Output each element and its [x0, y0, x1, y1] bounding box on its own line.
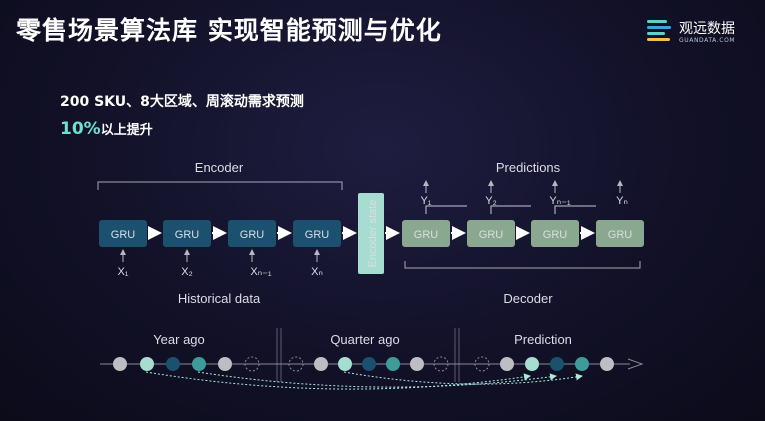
- output-label: Y₂: [485, 195, 497, 207]
- history-link-arc: [343, 371, 583, 385]
- decoder-feedback-loop: [490, 205, 531, 214]
- timeline-dot: [362, 357, 376, 371]
- improvement-text: 以上提升: [100, 123, 153, 138]
- brand-logo-icon: [647, 20, 671, 41]
- timeline-section-label: Quarter ago: [330, 332, 399, 347]
- brand-logo: 观远数据 GUANDATA.COM: [645, 18, 760, 48]
- encoder-bracket: [97, 181, 343, 190]
- decoder-gru-label: GRU: [608, 229, 633, 241]
- decoder-label: Decoder: [503, 291, 553, 306]
- timeline-dot: [338, 357, 352, 371]
- timeline-dot: [314, 357, 328, 371]
- encoder-gru-4: GRU: [293, 220, 341, 247]
- decoder-gru-label: GRU: [543, 229, 568, 241]
- historical-data-label: Historical data: [178, 291, 261, 306]
- predictions-label: Predictions: [496, 160, 561, 175]
- decoder-gru-2: GRU: [467, 220, 515, 247]
- encoder-state-box: Encoder state: [358, 193, 384, 274]
- output-label: Yₙ₋₁: [549, 195, 571, 207]
- timeline-dot: [575, 357, 589, 371]
- decoder-gru-label: GRU: [414, 229, 439, 241]
- timeline-dot: [166, 357, 180, 371]
- input-label: X₁: [117, 266, 128, 278]
- timeline-dot: [218, 357, 232, 371]
- encoder-state-label: Encoder state: [367, 200, 379, 268]
- timeline-dot: [600, 357, 614, 371]
- decoder-gru-label: GRU: [479, 229, 504, 241]
- input-label: Xₙ₋₁: [250, 266, 272, 278]
- output-label: Yₙ: [616, 195, 628, 207]
- encoder-gru-label: GRU: [240, 229, 265, 241]
- timeline-axis-arrowhead: [627, 358, 644, 370]
- encoder-gru-1: GRU: [99, 220, 147, 247]
- brand-domain: GUANDATA.COM: [679, 37, 736, 44]
- page-title: 零售场景算法库 实现智能预测与优化: [16, 16, 442, 45]
- timeline-dot-empty: [474, 356, 490, 372]
- encoder-gru-3: GRU: [228, 220, 276, 247]
- decoder-gru-3: GRU: [531, 220, 579, 247]
- subtitle-improvement: 10%以上提升: [60, 119, 153, 139]
- input-label: Xₙ: [311, 266, 323, 278]
- brand-name: 观远数据: [679, 21, 735, 37]
- timeline-dot: [113, 357, 127, 371]
- timeline-dot-empty: [288, 356, 304, 372]
- history-link-arc: [197, 371, 557, 388]
- output-label: Y₁: [420, 195, 431, 207]
- timeline-dot: [192, 357, 206, 371]
- input-label: X₂: [181, 266, 193, 278]
- encoder-gru-2: GRU: [163, 220, 211, 247]
- decoder-gru-4: GRU: [596, 220, 644, 247]
- timeline-dot: [525, 357, 539, 371]
- encoder-label: Encoder: [195, 160, 244, 175]
- timeline-section-label: Year ago: [153, 332, 205, 347]
- timeline-dot: [500, 357, 514, 371]
- timeline-section-label: Prediction: [514, 332, 572, 347]
- timeline-dot: [386, 357, 400, 371]
- subtitle-scope: 200 SKU、8大区域、周滚动需求预测: [60, 94, 304, 110]
- encoder-gru-label: GRU: [111, 229, 136, 241]
- timeline-dot: [550, 357, 564, 371]
- encoder-gru-label: GRU: [305, 229, 330, 241]
- history-link-arc: [145, 371, 531, 390]
- decoder-gru-1: GRU: [402, 220, 450, 247]
- timeline-dot-empty: [244, 356, 260, 372]
- timeline-dot-empty: [433, 356, 449, 372]
- encoder-gru-label: GRU: [175, 229, 200, 241]
- decoder-feedback-loop: [554, 205, 596, 214]
- decoder-feedback-loop: [425, 205, 467, 214]
- decoder-bracket: [404, 261, 641, 269]
- improvement-percent: 10%: [60, 119, 101, 139]
- timeline-dot: [410, 357, 424, 371]
- timeline-dot: [140, 357, 154, 371]
